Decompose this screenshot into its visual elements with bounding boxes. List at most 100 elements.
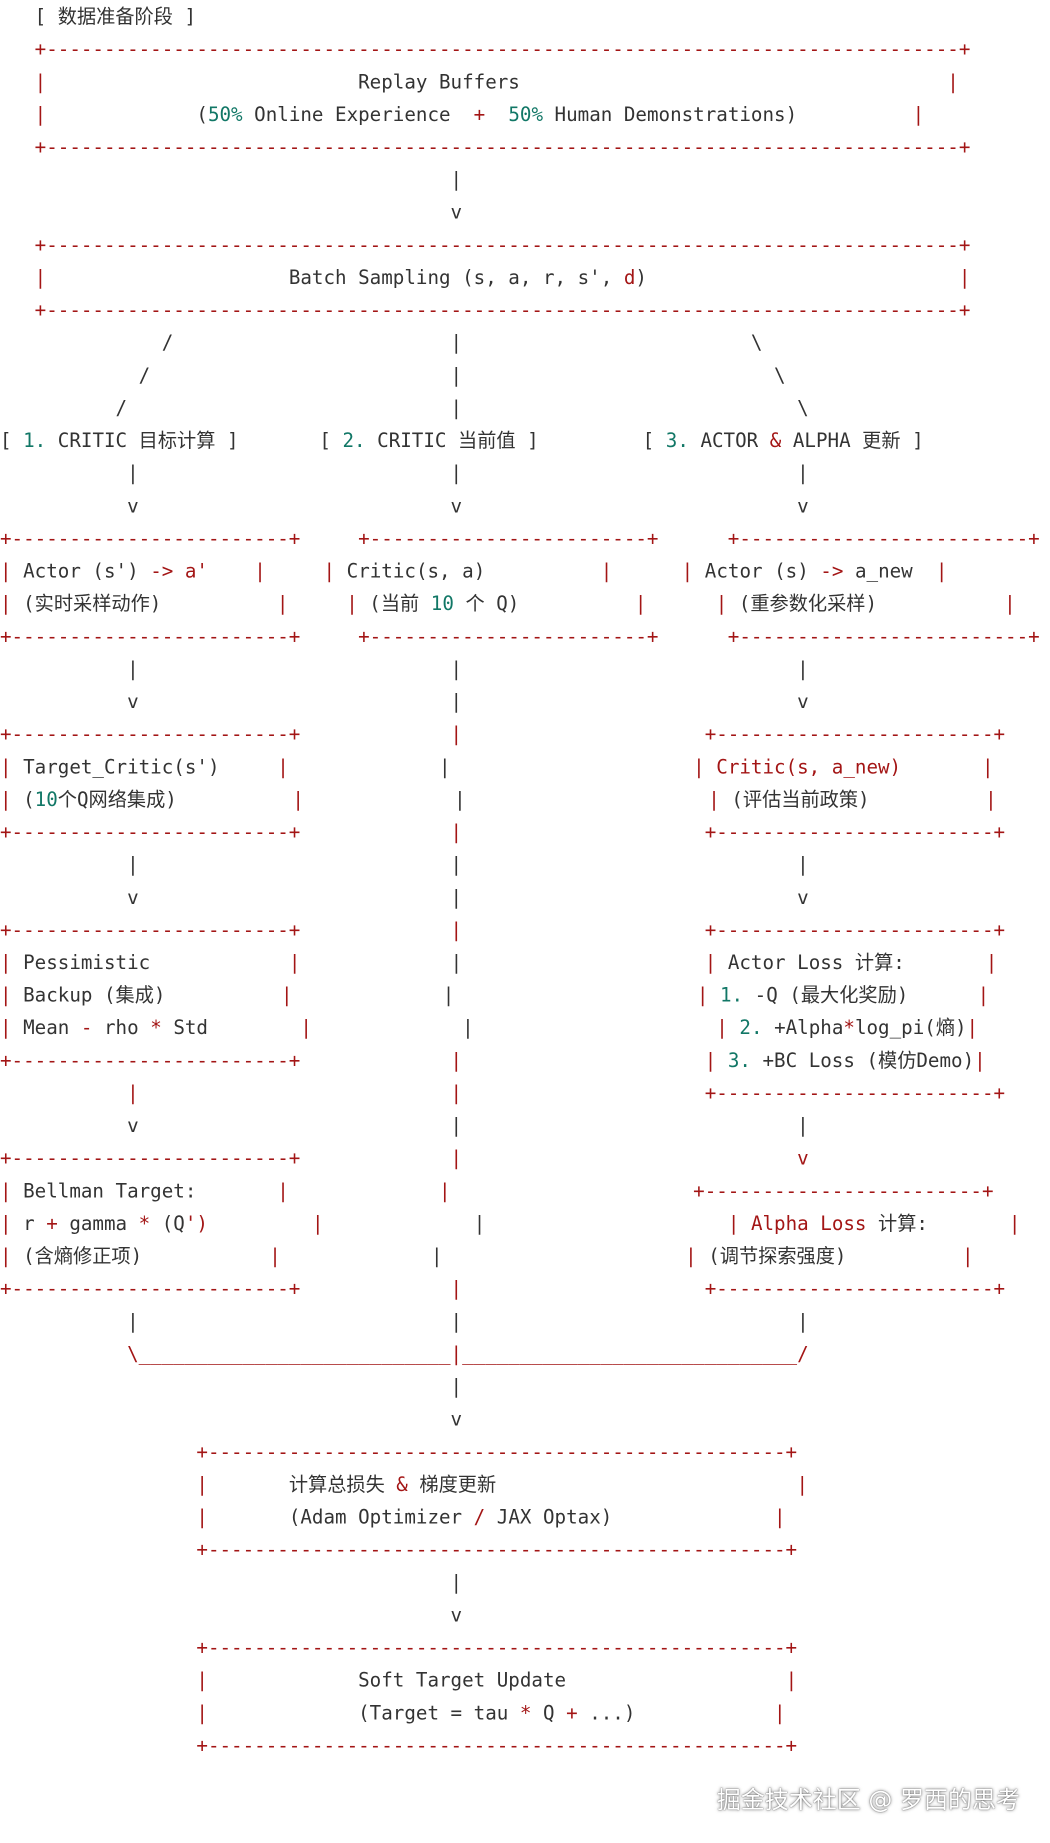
diagram-line: v [0,1407,463,1431]
diagram-text-segment: + [473,102,486,126]
diagram-text-segment: (Target = tau [207,1701,520,1725]
diagram-text-segment: (重参数化采样) [727,591,878,615]
diagram-text-segment: | [0,1374,463,1398]
diagram-text-segment: | [150,950,301,974]
diagram-text-segment: | [927,1211,1021,1235]
diagram-text-segment: * [138,1211,151,1235]
diagram-text-segment: | [311,1016,717,1040]
diagram-line: \___________________________|___________… [0,1342,809,1365]
diagram-line: +---------------------------------------… [0,1538,797,1561]
diagram-text-segment: | [323,1211,728,1235]
diagram-text-segment: +------------------------+ +------------… [0,624,1040,648]
diagram-text-segment: | [681,559,694,583]
diagram-text-segment: -> [820,559,844,583]
diagram-text-segment: | [566,1668,798,1692]
diagram-text-segment: +------------------------+ | +----------… [0,1276,1006,1300]
diagram-text-segment: v [0,1407,463,1431]
diagram-text-segment: | [696,983,709,1007]
diagram-text-segment: | [0,1179,12,1203]
diagram-line: | | | [0,853,809,876]
diagram-line: +---------------------------------------… [0,1440,797,1463]
diagram-text-segment: -> [150,559,174,583]
diagram-text-segment: | | | [0,461,809,485]
diagram-text-segment: / | \ [0,330,763,355]
diagram-text-segment: Pessimistic [11,950,151,974]
diagram-text-segment: Critic(s, a) [335,559,486,583]
diagram-text-segment: (含熵修正项) [11,1244,143,1268]
diagram-text-segment: / [473,1505,486,1529]
watermark: 掘金技术社区 @ 罗西的思考 [716,1786,1020,1814]
diagram-text-segment: Online Experience [242,102,474,126]
diagram-text-segment: Replay Buffers [46,70,520,94]
diagram-text-segment: * [150,1016,162,1040]
diagram-text-segment: [ 数据准备阶段 ] [0,4,197,28]
diagram-text-segment: +---------------------------------------… [0,298,971,322]
diagram-text-segment: (调节探索强度) [696,1244,847,1268]
diagram-text-segment: | [142,1244,281,1268]
diagram-text-segment: 3. [727,1048,751,1072]
diagram-text-segment: | [846,1244,974,1268]
diagram-text-segment: 计算: [866,1211,928,1235]
diagram-text-segment: | [165,983,293,1007]
diagram-text-segment: CRITIC 目标计算 ] [ [46,428,343,452]
diagram-text-segment [288,592,346,615]
diagram-text-segment: | [0,1211,12,1235]
diagram-line: | (Adam Optimizer / JAX Optax) | [0,1505,785,1529]
diagram-text-segment: Mean [11,1016,81,1040]
diagram-line: v | v [0,886,809,909]
diagram-text-segment: +BC Loss (模仿Demo) [750,1048,975,1072]
diagram-text-segment: 50% [207,102,243,126]
diagram-text-segment: Bellman Target: [11,1179,197,1203]
diagram-line: | (10个Q网络集成) | | | (评估当前政策) | [0,788,997,811]
diagram-text-segment: +---------------------------------------… [0,37,971,61]
diagram-text-segment: Actor (s) [693,559,821,583]
diagram-text-segment: v | | [0,1113,809,1137]
diagram-text-segment: +------------------------+ | +----------… [0,820,1006,844]
diagram-text-segment: v | v [0,689,809,713]
diagram-text-segment: 50% [508,102,543,126]
diagram-line: | r + gamma * (Q') | | | Alpha Loss 计算: … [0,1212,1020,1235]
diagram-text-segment: | [908,983,990,1007]
diagram-line: v | v [0,690,809,713]
diagram-text-segment: | | | [0,657,809,681]
diagram-text-segment: (Adam Optimizer [207,1505,474,1529]
diagram-text-segment: | [974,1048,986,1072]
diagram-text-segment: | [219,755,289,779]
diagram-text-segment: Human Demonstrations) [542,102,798,126]
diagram-text-segment: | [519,70,959,94]
diagram-line: +---------------------------------------… [0,233,971,256]
diagram-line: | | | [0,1310,809,1333]
diagram-text-segment: JAX Optax) [485,1505,613,1529]
diagram-line: | | | [0,461,809,484]
diagram-text-segment: log_pi(熵) [854,1016,967,1040]
diagram-text-segment: | [0,1668,208,1692]
diagram-text-segment: d [623,265,636,289]
diagram-line: | [0,1374,463,1398]
diagram-text-segment: | [207,1016,312,1040]
diagram-line: +------------------------+ +------------… [0,527,1040,550]
diagram-line: +---------------------------------------… [0,135,971,158]
diagram-text-segment: | [912,559,948,583]
diagram-line: | Backup (集成) | | | 1. -Q (最大化奖励) | [0,983,989,1006]
diagram-line: | | | [0,657,809,680]
diagram-text-segment: 10 [430,591,454,615]
diagram-line: [ 1. CRITIC 目标计算 ] [ 2. CRITIC 当前值 ] [ 3… [0,429,924,452]
diagram-line: | (Target = tau * Q + ...) | [0,1701,785,1725]
diagram-text-segment [173,559,185,582]
diagram-text-segment: (实时采样动作) [11,591,162,615]
diagram-text-segment [485,103,508,126]
diagram-text-segment: * [519,1701,532,1725]
diagram-line: [ 数据准备阶段 ] [0,5,196,28]
diagram-text-segment [208,559,254,582]
diagram-text-segment: | Alpha Loss [727,1211,867,1235]
diagram-text-segment: 个 Q) [453,591,520,615]
diagram-text-segment [646,592,715,615]
diagram-line: | Target_Critic(s') | | | Critic(s, a_ne… [0,755,994,778]
diagram-text-segment: 个Q网络集成) [57,787,177,811]
diagram-text-segment: +---------------------------------------… [0,1733,798,1757]
diagram-line: +------------------------+ | | 3. +BC Lo… [0,1049,986,1072]
diagram-text-segment: (Q [150,1211,185,1235]
diagram-text-segment: ACTOR [688,428,770,452]
diagram-text-segment: ...) [577,1701,636,1725]
diagram-text-segment: | [0,559,12,583]
